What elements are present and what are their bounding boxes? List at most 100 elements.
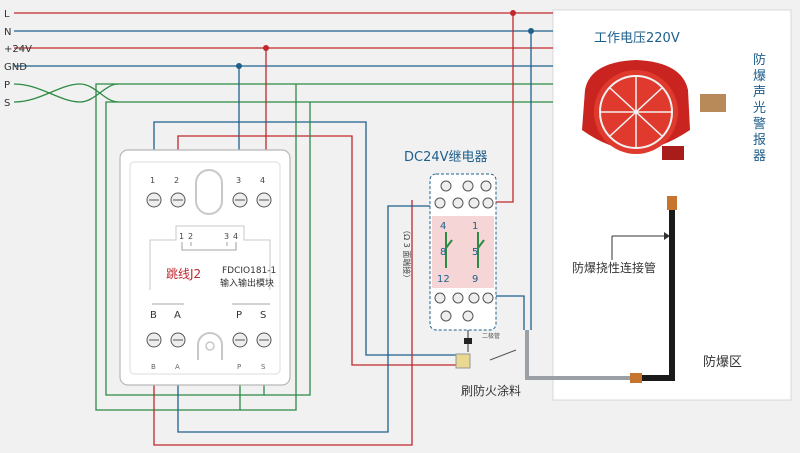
relay-pin-4: 4 [440,221,446,232]
fireproof-coated-section [455,353,471,369]
print-label-B: B [151,363,156,371]
relay-pin-1: 1 [472,221,478,232]
device-name-char-4: 光 [753,101,766,116]
device-bracket [700,94,726,112]
relay-vertical-note: （Ω 3 面端接） [402,226,412,282]
terminal-label-A: A [174,310,181,321]
diode-label: 二极管 [482,332,500,340]
relay-screw [480,180,492,192]
terminal-label-1: 1 [150,176,155,185]
top-terminal-screws [146,192,272,208]
relay-screw [434,292,446,304]
terminal-label-B: B [150,310,157,321]
fireproof-label: 刷防火涂料 [461,383,521,398]
device-mount [662,146,684,160]
warning-device: 工作电压220V 防 爆 声 光 警 报 器 [582,31,766,164]
wiring [95,13,677,446]
jumper-pin-3: 3 [224,232,229,241]
relay-title: DC24V继电器 [404,150,488,165]
conduit-pointer [611,235,664,260]
terminal-label-4: 4 [260,176,265,185]
module-label-area [149,225,271,290]
conduit-fitting-bottom [630,373,642,383]
print-label-P: P [237,363,241,371]
relay-coil-area [432,216,494,288]
relay-pin-5: 5 [472,247,478,258]
conduit-label: 防爆挠性连接管 [572,260,656,275]
bottom-terminal-screws [146,332,272,348]
device-name-char-7: 器 [753,149,766,164]
relay-screw [452,197,464,209]
module-body [119,149,291,386]
device-name-char-2: 爆 [753,69,766,84]
flexible-conduit [640,205,675,381]
jumper-pin-4: 4 [233,232,238,241]
mounting-slot-bottom [197,332,223,360]
bus-label-N: N [4,27,11,38]
jumper-pin-lines [181,242,237,251]
device-name-char-3: 声 [753,85,766,100]
wire-P-to-module [95,83,241,411]
working-voltage-label: 工作电压220V [594,31,680,46]
diode [464,338,472,344]
print-label-A: A [175,363,180,371]
conduit-pointer-arrow [664,232,670,240]
bus-label-gnd: GND [4,62,27,73]
bus-label-24v: +24V [4,44,32,55]
twisted-pair-S [13,83,119,103]
relay-screw [462,310,474,322]
module-model: FDCIO181-1 [222,266,276,276]
relay-screw [462,180,474,192]
relay-pin-8: 8 [440,247,446,258]
relay-screw [468,197,480,209]
wire-S-out [264,102,311,396]
relay-screw [468,292,480,304]
terminal-label-P: P [236,310,242,321]
relay-screw [434,197,446,209]
jumper-pin-2: 2 [188,232,193,241]
relay-pin-12: 12 [437,274,450,285]
io-module: 1 2 3 4 1 2 3 4 跳线J2 FDCIO181-1 输入输出模块 B… [119,149,291,386]
wire-relay-out [492,295,525,330]
wire-L-to-relay [492,13,514,203]
bus-label-P: P [4,80,10,91]
relay-screw [452,292,464,304]
device-name-char-6: 报 [753,133,766,148]
relay-screw [482,197,494,209]
bus-label-S: S [4,98,10,109]
device-name-char-1: 防 [753,52,766,68]
terminal-label-3: 3 [236,176,241,185]
wire-B [153,200,413,446]
wire-t1-to-relay [153,121,460,356]
jumper-j2-label: 跳线J2 [166,267,201,281]
relay-pin-9: 9 [472,274,478,285]
jumper-pin-1: 1 [179,232,184,241]
cable-to-device [525,330,640,380]
device-guard-cage [600,76,672,148]
fireproof-pointer [489,349,517,361]
wire-S-to-module [105,101,265,396]
wire-P-out [240,84,297,411]
terminal-label-2: 2 [174,176,179,185]
twisted-pair-P [13,83,119,103]
mounting-slot-top [195,169,223,215]
relay-screws [434,180,494,322]
relay-screw [440,310,452,322]
module-description: 输入输出模块 [220,277,274,289]
print-label-S: S [261,363,266,371]
module-inner-frame [129,161,281,375]
relay-contacts [445,232,485,268]
bus-label-L: L [4,9,10,20]
bus-lines [13,12,553,103]
wire-A [177,205,432,433]
device-name-char-5: 警 [753,116,766,132]
relay: DC24V继电器 4 1 8 5 12 9 （Ω 3 面端接） [402,150,500,352]
zone-label: 防爆区 [703,354,742,370]
terminal-label-S: S [260,310,266,321]
mounting-hole [205,341,215,351]
relay-screw [482,292,494,304]
conduit-fitting-top [667,196,677,210]
relay-screw [440,180,452,192]
